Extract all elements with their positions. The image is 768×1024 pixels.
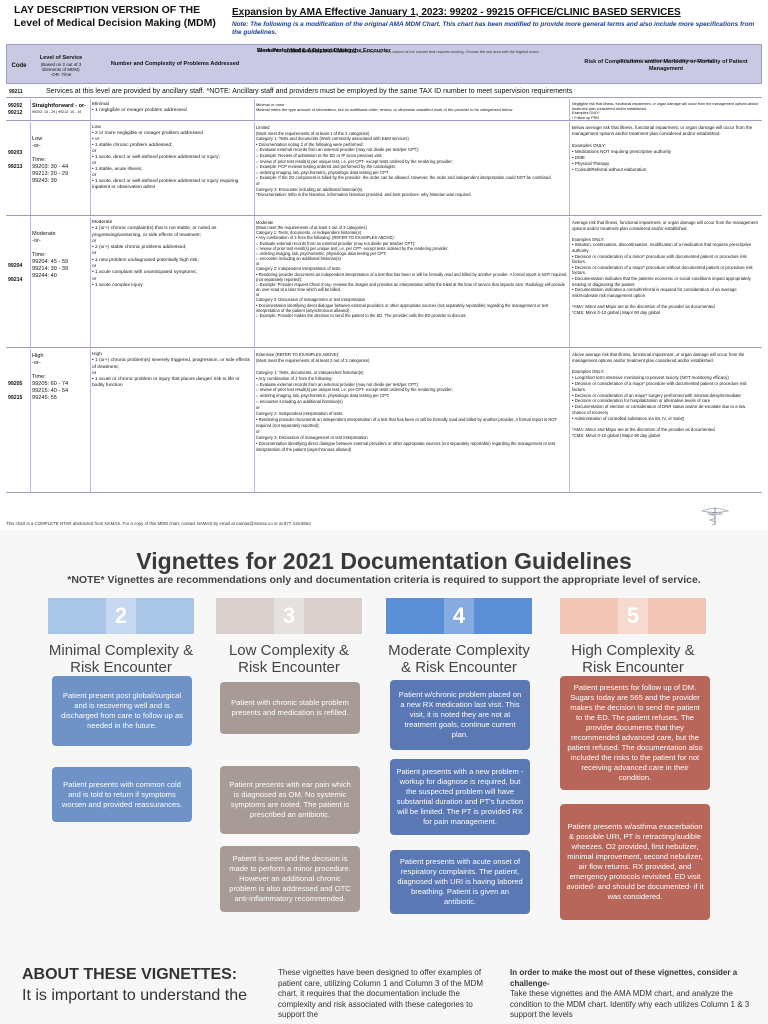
column-number: 5 [626,603,640,628]
vignette-card: Patient presents with common cold and is… [52,767,192,822]
about-middle-text: These vignettes have been designed to of… [278,968,483,1019]
vignette-column-low: 3 Low Complexity & Risk Encounter [216,598,362,676]
vignette-card: Patient present post global/surgical and… [52,676,192,746]
chart-header-right: Expansion by AMA Effective January 1, 20… [232,6,758,37]
column-title: High Complexity & Risk Encounter [571,642,695,676]
row-risk: Below average risk that illness, functio… [572,125,753,172]
row-code: 99205 99215 [8,381,23,401]
vignette-card: Patient presents w/asthma exacerbation &… [560,804,710,920]
vignette-card: Patient presents with a new problem -wor… [390,759,530,835]
about-right-bold: In order to make the most out of these v… [510,968,738,988]
chart-header-left: LAY DESCRIPTION VERSION OF THE Level of … [14,4,219,30]
row-moderate: 99204 99214 Moderate -or- Time: 99204: 4… [6,217,762,348]
row-level-times: 99202: 15 - 29 | 99212: 10 - 19 [32,110,82,114]
vignette-card: Patient presents for follow up of DM. Su… [560,676,710,790]
vignette-card: Patient presents with acute onset of res… [390,850,530,914]
vignette-card: Patient presents with ear pain which is … [220,766,360,834]
ancillary-text: Services at this level are provided by a… [46,88,573,95]
row-elements: Minimal or none Minimal infers the type … [256,102,513,112]
row-problems: High • 1 (or+) chronic problem(s) severe… [92,352,250,389]
col-level-sub1: (Based on 2 out of 3 [40,62,82,67]
column-title: Low Complexity & Risk Encounter [228,642,350,676]
column-title: Moderate Complexity & Risk Encounter [388,642,530,676]
column-number: 4 [452,603,466,628]
ancillary-code: 99211 [9,89,23,95]
col-code-header: Code [11,63,27,69]
row-level: Low -or- Time: 99203: 30 - 44 99213: 20 … [32,136,69,184]
row-code: 99202 99212 [8,103,23,116]
row-code: 99204 99214 [8,263,23,283]
column-number: 3 [282,603,296,628]
row-low: 99203 99213 Low -or- Time: 99203: 30 - 4… [6,122,762,216]
vignettes-infographic: Vignettes for 2021 Documentation Guideli… [0,530,768,1024]
row-high: 99205 99215 High -or- Time: 99205: 60 - … [6,349,762,493]
col-elements-title: Elements of Medical Decision Making [257,48,357,54]
column-banner: 3 [216,598,362,634]
col-elements-directions: Directions for this column are noted in … [284,50,540,54]
about-heading: ABOUT THESE VIGNETTES: [22,966,238,983]
about-right-text: In order to make the most out of these v… [510,968,750,1021]
column-banner: 4 [386,598,532,634]
header-line-2: Level of Medical Decision Making (MDM) [14,17,216,29]
row-elements: Extensive (REFER TO EXAMPLES ABOVE): (Mu… [256,352,557,452]
vignette-card: Patient w/chronic problem placed on a ne… [390,680,530,750]
col-risk-header: Risk of Complications and/or Morbidity o… [573,59,759,72]
column-header-row: Code Level of Service (Based on 2 out of… [6,44,762,84]
row-problems: Minimal • 1 negligible or meager problem… [92,102,187,114]
col-elements-sub: Work Performed & Analyzed During the Enc… [257,48,391,54]
row-level: Straightforward - or- 99202: 15 - 29 | 9… [32,103,88,115]
row-problems: Moderate • 1 (or+) chronic complaint(s) … [92,220,217,288]
vignette-column-high: 5 High Complexity & Risk Encounter [560,598,706,676]
col-problems-header: Number and Complexity of Problems Addres… [110,61,240,67]
col-level-sub2: Elements of MDM) [42,67,80,72]
row-code: 99203 99213 [8,150,23,170]
ancillary-row: 99211 Services at this level are provide… [6,86,762,98]
header-line-1: LAY DESCRIPTION VERSION OF THE [14,4,201,16]
row-elements: Moderate (Must meet the requirements of … [256,220,567,318]
row-level: Moderate -or- Time: 99204: 45 - 59 99214… [32,231,69,279]
col-elements-header: Elements of Medical Decision Making Work… [257,48,567,55]
chart-footnote: This chart is a COMPLETE NTAR abstracted… [6,521,311,526]
caduceus-icon: namas [700,507,730,526]
col-level-title: Level of Service [39,55,83,61]
row-level: High -or- Time: 99205: 60 - 74 99215: 40… [32,353,69,401]
svg-text:namas: namas [707,511,723,517]
mdm-chart: LAY DESCRIPTION VERSION OF THE Level of … [6,4,762,529]
vignette-card: Patient with chronic stable problem pres… [220,682,360,734]
about-subheading: It is important to understand the [22,987,248,1004]
column-number: 2 [114,603,128,628]
chart-note: Note: The following is a modification of… [232,21,755,36]
about-right-body: Take these vignettes and the AMA MDM cha… [510,989,750,1019]
row-risk: Above average risk that illness, functio… [572,352,747,439]
row-risk: Average risk that illness, functional im… [572,220,758,315]
col-risk-title: Risk of Complications and/or Morbidity o… [584,59,748,72]
row-risk: Negligible risk that illness, functional… [572,102,759,120]
col-level-header: Level of Service (Based on 2 out of 3 El… [33,55,89,77]
chart-title: Expansion by AMA Effective January 1, 20… [232,7,681,18]
vignette-column-moderate: 4 Moderate Complexity & Risk Encounter [386,598,532,676]
row-level-label: Straightforward - or- [32,103,87,109]
row-elements: Limited (Must meet the requirements of a… [256,125,552,198]
column-banner: 5 [560,598,706,634]
row-straightforward: 99202 99212 Straightforward - or- 99202:… [6,99,762,121]
column-banner: 2 [48,598,194,634]
row-problems: Low • 2 or more negligible or meager pro… [92,125,239,190]
column-title: Minimal Complexity & Risk Encounter [48,642,194,676]
col-risk-note: NOTE: THIS COLUMN INCLUDES CLINICIAN JUD… [618,59,714,63]
vignette-column-minimal: 2 Minimal Complexity & Risk Encounter [48,598,194,676]
namas-logo: namas [690,505,740,529]
vignettes-note: *NOTE* Vignettes are recommendations onl… [67,574,701,586]
vignettes-title: Vignettes for 2021 Documentation Guideli… [136,548,632,574]
vignette-card: Patient is seen and the decision is made… [220,846,360,912]
col-level-sub3: -OR- Time [50,72,72,77]
